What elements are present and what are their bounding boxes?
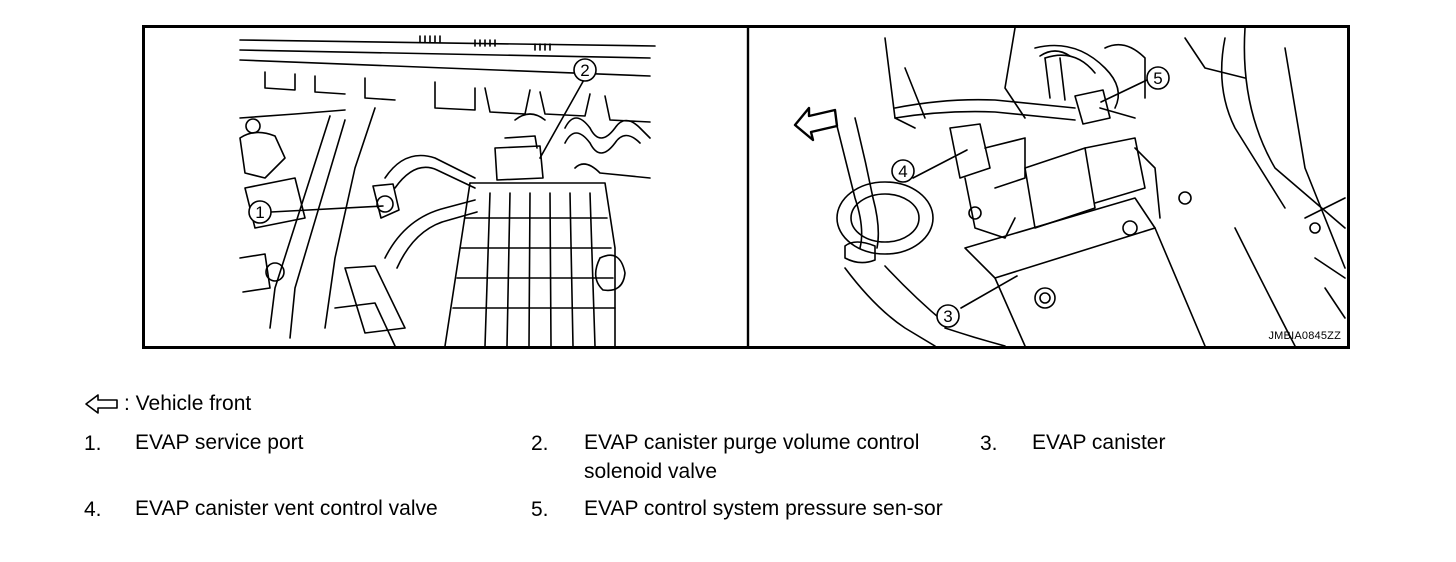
hollow-left-arrow-icon [85,394,118,414]
svg-text:4: 4 [898,162,907,181]
callout-4: 4 [891,159,915,183]
item-2-number: 2. [531,432,549,455]
item-3-text: EVAP canister [1032,431,1166,454]
svg-text:5: 5 [1153,69,1162,88]
leader-line-3 [960,275,1018,309]
item-4-text: EVAP canister vent control valve [135,497,438,520]
item-4-number: 4. [84,498,102,521]
leader-line-5 [1100,79,1148,103]
vehicle-front-arrow-icon [793,106,839,142]
item-1-number: 1. [84,432,102,455]
left-panel-drawing [239,35,656,346]
item-1-text: EVAP service port [135,431,304,454]
svg-text:2: 2 [580,61,589,80]
figure-code: JMBIA0845ZZ [1268,330,1341,342]
item-3-number: 3. [980,432,998,455]
callout-3: 3 [936,304,960,328]
callout-2: 2 [573,58,597,82]
svg-text:1: 1 [255,203,264,222]
diagram-drawing: 1 2 3 4 5 [239,28,1346,346]
legend-text: : Vehicle front [124,392,252,415]
svg-text:3: 3 [943,307,952,326]
item-2-text: EVAP canister purge volume control solen… [584,431,920,483]
right-panel-drawing [834,28,1346,346]
callout-5: 5 [1146,66,1170,90]
item-5-number: 5. [531,498,549,521]
leader-line-2 [539,77,586,159]
item-5-text: EVAP control system pressure sen-sor [584,497,943,520]
leader-line-1 [270,205,384,213]
callout-1: 1 [248,200,272,224]
vehicle-front-legend: : Vehicle front [84,392,251,416]
engine-component-diagram: 1 2 3 4 5 JMBIA0845ZZ [142,25,1350,349]
leader-line-4 [912,149,968,179]
